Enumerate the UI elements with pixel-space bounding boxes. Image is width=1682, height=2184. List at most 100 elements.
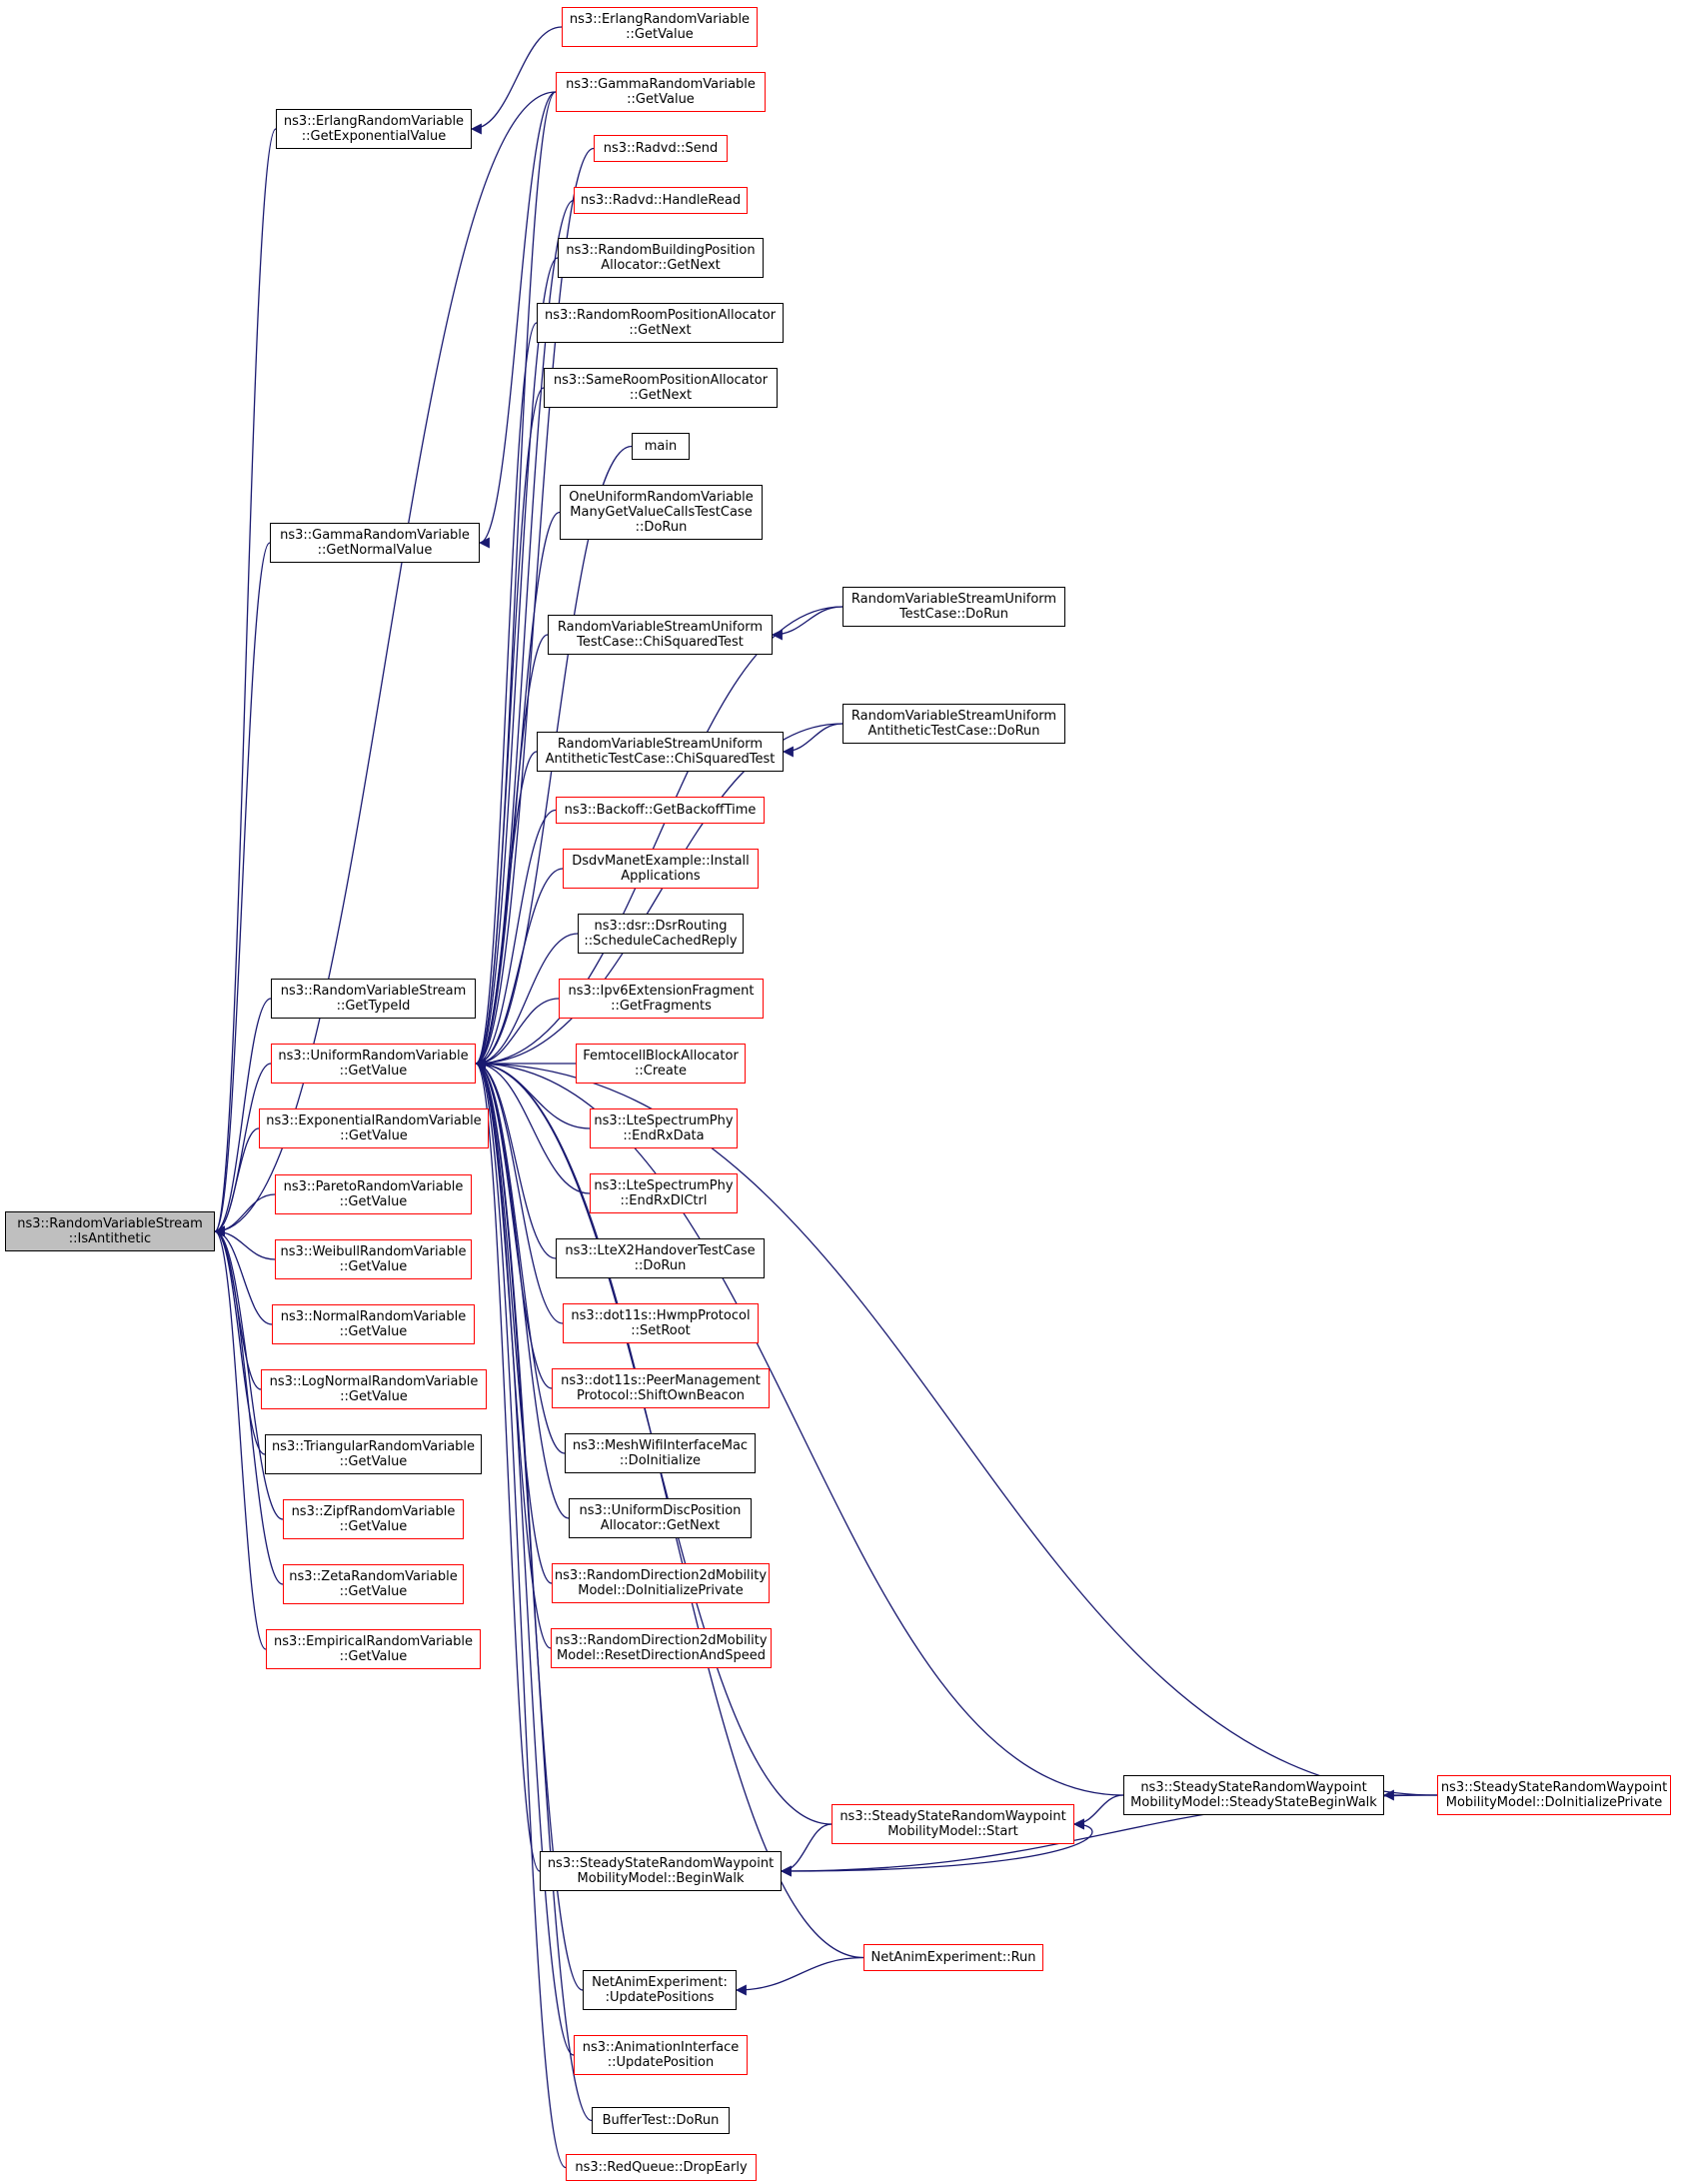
graph-node[interactable]: FemtocellBlockAllocator::Create <box>576 1044 746 1084</box>
graph-node[interactable]: ns3::dsr::DsrRouting::ScheduleCachedRepl… <box>578 914 744 954</box>
node-label-line: ::GetExponentialValue <box>301 129 447 144</box>
graph-node[interactable]: ns3::LogNormalRandomVariable::GetValue <box>261 1369 487 1409</box>
call-edge <box>474 91 557 1070</box>
node-label-line: Model::ResetDirectionAndSpeed <box>557 1648 766 1663</box>
graph-node[interactable]: ns3::RandomRoomPositionAllocator::GetNex… <box>537 303 784 343</box>
graph-node[interactable]: ns3::RedQueue::DropEarly <box>566 2154 757 2181</box>
node-label-line: ns3::WeibullRandomVariable <box>280 1244 467 1259</box>
graph-node[interactable]: ns3::ZetaRandomVariable::GetValue <box>283 1564 464 1604</box>
call-edge <box>780 1823 833 1877</box>
call-edge <box>474 933 579 1070</box>
node-label-line: RandomVariableStreamUniform <box>850 709 1057 724</box>
call-edge <box>474 1058 1124 1796</box>
graph-node[interactable]: ns3::RandomVariableStream::GetTypeId <box>271 979 476 1019</box>
node-label-line: ns3::RandomVariableStream <box>17 1216 203 1231</box>
node-label-line: ::GetValue <box>339 1324 408 1339</box>
node-label-line: ::EndRxData <box>623 1128 705 1143</box>
graph-node[interactable]: ns3::Ipv6ExtensionFragment::GetFragments <box>559 979 764 1019</box>
graph-node[interactable]: ns3::EmpiricalRandomVariable::GetValue <box>266 1629 481 1669</box>
graph-node[interactable]: ns3::dot11s::HwmpProtocol::SetRoot <box>563 1303 759 1343</box>
call-edge <box>782 723 843 758</box>
node-label-line: ::GetValue <box>339 1064 408 1079</box>
call-edge <box>474 322 538 1070</box>
graph-node[interactable]: ns3::GammaRandomVariable::GetNormalValue <box>270 523 480 563</box>
node-label-line: ns3::UniformDiscPosition <box>579 1503 742 1518</box>
graph-node[interactable]: ns3::ZipfRandomVariable::GetValue <box>283 1499 464 1539</box>
graph-node[interactable]: ns3::ErlangRandomVariable::GetExponentia… <box>276 109 472 149</box>
node-label-line: Protocol::ShiftOwnBeacon <box>576 1388 746 1403</box>
call-edge <box>474 1058 564 1324</box>
call-edge <box>213 1225 267 1650</box>
graph-node[interactable]: ns3::AnimationInterface::UpdatePosition <box>574 2035 748 2075</box>
node-label-line: ::IsAntithetic <box>68 1231 152 1246</box>
graph-node[interactable]: ns3::LteSpectrumPhy::EndRxDlCtrl <box>590 1173 738 1213</box>
graph-node[interactable]: ns3::Backoff::GetBackoffTime <box>556 797 765 824</box>
graph-node[interactable]: ns3::Radvd::HandleRead <box>574 187 748 214</box>
graph-node[interactable]: ns3::UniformRandomVariable::GetValue <box>271 1044 476 1084</box>
call-edge <box>470 26 563 135</box>
node-label-line: MobilityModel::DoInitializePrivate <box>1445 1795 1663 1810</box>
node-label-line: main <box>644 439 678 454</box>
call-edge <box>1072 1794 1124 1830</box>
graph-node[interactable]: ns3::ParetoRandomVariable::GetValue <box>275 1174 472 1214</box>
node-label-line: ns3::SameRoomPositionAllocator <box>553 373 769 388</box>
call-edge <box>213 998 272 1237</box>
call-edge <box>771 606 843 641</box>
node-label-line: ns3::dot11s::PeerManagement <box>561 1373 761 1388</box>
node-label-line: ns3::ZetaRandomVariable <box>289 1569 458 1584</box>
graph-node[interactable]: ns3::Radvd::Send <box>594 135 728 162</box>
graph-node[interactable]: BufferTest::DoRun <box>592 2107 730 2134</box>
graph-node[interactable]: ns3::SameRoomPositionAllocator::GetNext <box>544 368 778 408</box>
graph-node[interactable]: ns3::TriangularRandomVariable::GetValue <box>265 1434 482 1474</box>
node-label-line: FemtocellBlockAllocator <box>583 1049 739 1064</box>
graph-node[interactable]: ns3::MeshWifiInterfaceMac::DoInitialize <box>565 1433 756 1473</box>
graph-node[interactable]: ns3::WeibullRandomVariable::GetValue <box>275 1239 472 1279</box>
node-label-line: ::GetValue <box>339 1649 408 1664</box>
node-label-line: ns3::SteadyStateRandomWaypoint <box>1140 1780 1367 1795</box>
graph-node[interactable]: NetAnimExperiment::UpdatePositions <box>583 1970 737 2010</box>
graph-node[interactable]: ns3::LteSpectrumPhy::EndRxData <box>590 1108 738 1148</box>
node-label-line: ns3::NormalRandomVariable <box>280 1309 467 1324</box>
graph-node[interactable]: ns3::LteX2HandoverTestCase::DoRun <box>556 1238 765 1278</box>
graph-node[interactable]: ns3::ErlangRandomVariable::GetValue <box>562 7 758 47</box>
node-label-line: RandomVariableStreamUniform <box>557 620 764 635</box>
call-edge <box>474 387 545 1070</box>
node-label-line: DsdvManetExample::Install <box>572 854 750 869</box>
call-edge <box>735 1956 864 1996</box>
call-edge <box>474 1058 1438 1796</box>
node-label-line: ::GetNormalValue <box>317 543 433 558</box>
node-label-line: ::DoInitialize <box>619 1453 702 1468</box>
graph-node[interactable]: NetAnimExperiment::Run <box>863 1944 1043 1971</box>
graph-node[interactable]: ns3::GammaRandomVariable::GetValue <box>556 72 766 112</box>
call-edge <box>474 1058 567 2169</box>
graph-node[interactable]: ns3::ExponentialRandomVariable::GetValue <box>259 1108 489 1148</box>
node-label-line: ns3::ParetoRandomVariable <box>283 1179 464 1194</box>
node-label-line: ns3::RandomVariableStream <box>280 984 467 999</box>
call-edge <box>213 1225 284 1585</box>
node-label-line: Allocator::GetNext <box>600 1518 721 1533</box>
node-label-line: ns3::Radvd::HandleRead <box>580 193 742 208</box>
node-label-line: ns3::SteadyStateRandomWaypoint <box>840 1809 1066 1824</box>
graph-node[interactable]: main <box>632 433 690 460</box>
call-edge <box>213 91 557 1237</box>
node-label-line: ns3::SteadyStateRandomWaypoint <box>1440 1780 1668 1795</box>
node-label-line: MobilityModel::BeginWalk <box>577 1871 745 1886</box>
graph-node[interactable]: ns3::NormalRandomVariable::GetValue <box>272 1304 475 1344</box>
call-edge <box>213 128 277 1237</box>
node-label-line: ::GetTypeId <box>336 999 411 1014</box>
